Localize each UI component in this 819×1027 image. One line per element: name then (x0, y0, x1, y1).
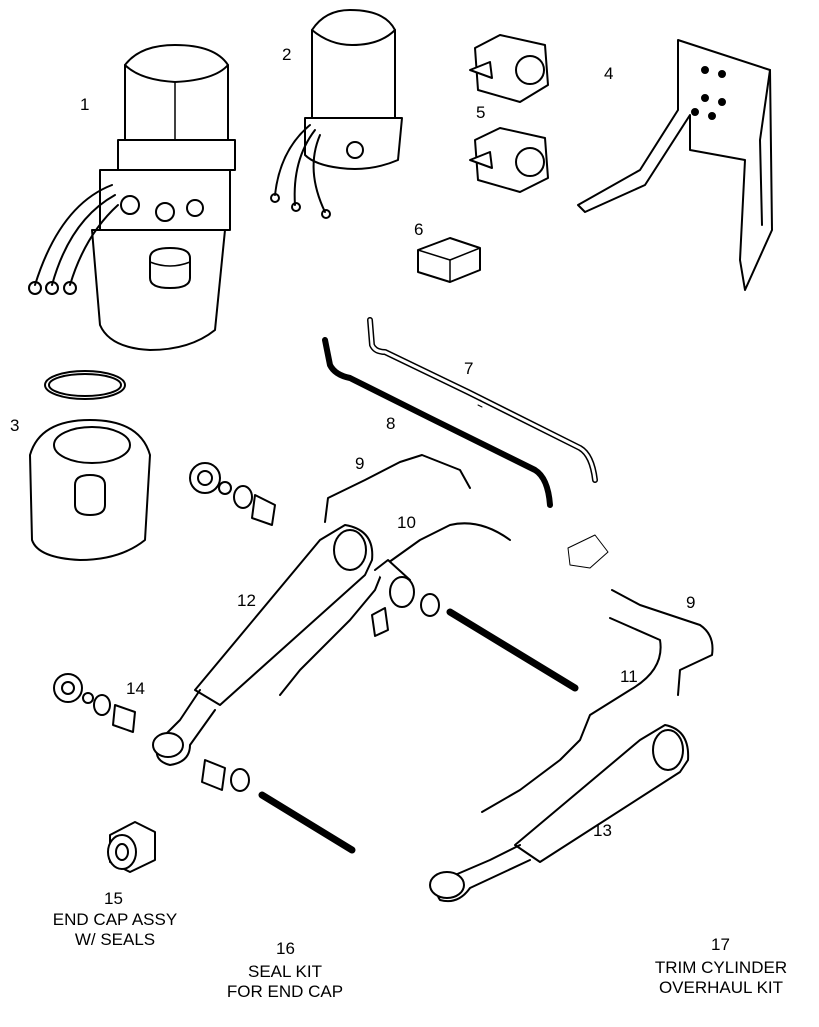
caption-seal-kit: SEAL KIT FOR END CAP (200, 962, 370, 1002)
hose-8 (322, 337, 553, 508)
callout-17: 17 (711, 935, 730, 954)
callout-4: 4 (604, 64, 614, 83)
callout-3: 3 (10, 416, 20, 435)
mounting-bracket (577, 39, 773, 291)
caption-end-cap-line1: END CAP ASSY (52, 910, 178, 929)
callout-7: 7 (464, 359, 474, 378)
seal-set-upper (189, 462, 276, 526)
trim-cylinder-left (152, 524, 440, 766)
callout-14: 14 (126, 679, 145, 698)
callout-16: 16 (276, 939, 295, 958)
pin-lower (258, 791, 356, 854)
tube-11 (481, 617, 662, 813)
motor (270, 9, 403, 219)
callout-2: 2 (282, 45, 292, 64)
pin-upper (446, 608, 579, 692)
end-cap-assy (107, 821, 156, 873)
caption-seal-kit-line1: SEAL KIT (247, 962, 322, 981)
hose-7 (367, 317, 598, 483)
caption-end-cap-assy: END CAP ASSY W/ SEALS (30, 910, 200, 950)
callout-1: 1 (80, 95, 90, 114)
callout-9-upper: 9 (355, 454, 365, 473)
callout-13: 13 (593, 821, 612, 840)
caption-end-cap-line2: W/ SEALS (74, 930, 156, 949)
callout-15: 15 (104, 889, 123, 908)
callout-10: 10 (397, 513, 416, 532)
tube-9-right (611, 589, 714, 696)
caption-trim-line2: OVERHAUL KIT (658, 978, 784, 997)
callout-12: 12 (237, 591, 256, 610)
solenoid-upper (469, 34, 549, 103)
solenoid-lower (469, 127, 549, 193)
caption-seal-kit-line2: FOR END CAP (226, 982, 344, 1001)
gasket-fragment (567, 534, 609, 569)
relay (417, 237, 481, 283)
reservoir (29, 370, 151, 561)
tube-10 (279, 522, 511, 696)
callout-9-right: 9 (686, 593, 696, 612)
trim-cylinder-right (429, 724, 690, 903)
tube-9-upper (324, 454, 471, 523)
pump-motor-assembly (28, 44, 236, 351)
callout-8: 8 (386, 414, 396, 433)
callout-6: 6 (414, 220, 424, 239)
caption-trim-cylinder-kit: TRIM CYLINDER OVERHAUL KIT (626, 958, 816, 998)
callout-11: 11 (620, 667, 638, 686)
caption-trim-line1: TRIM CYLINDER (654, 958, 788, 977)
callout-5: 5 (476, 103, 486, 122)
seal-set-14 (53, 673, 250, 792)
